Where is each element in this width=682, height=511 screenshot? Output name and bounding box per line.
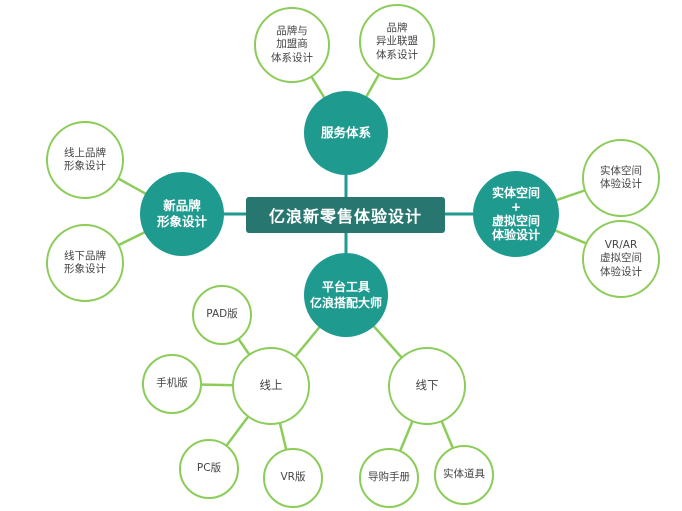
leaf-brand-franchise: 品牌与 加盟商 体系设计 xyxy=(254,7,330,83)
hub-platform-line-2: 亿浪搭配大师 xyxy=(309,296,382,310)
leaf-sales-guide: 导购手册 xyxy=(359,448,419,508)
leaf-franchise-line-1: 品牌与 xyxy=(276,24,308,37)
leaf-physical-line-2: 体验设计 xyxy=(600,178,642,190)
center-title: 亿浪新零售体验设计 xyxy=(268,207,422,226)
leaf-physical-space-design: 实体空间 体验设计 xyxy=(582,139,660,217)
leaf-franchise-line-3: 体系设计 xyxy=(271,51,313,64)
hub-platform-tools: 平台工具 亿浪搭配大师 xyxy=(304,253,388,337)
hub-online-line-1: 线上 xyxy=(259,378,283,393)
leaf-physical-props: 实体道具 xyxy=(434,445,494,505)
leaf-offline-brand-line-1: 线下品牌 xyxy=(64,249,106,262)
leaf-mobile-version: 手机版 xyxy=(142,354,202,414)
leaf-vr-line-1: VR版 xyxy=(280,471,306,484)
leaf-vr-space-line-3: 体验设计 xyxy=(600,265,642,278)
hub-offline: 线下 xyxy=(388,347,466,425)
hub-offline-line-1: 线下 xyxy=(415,378,439,393)
leaf-alliance-line-1: 品牌 xyxy=(386,21,408,34)
hub-platform-line-1: 平台工具 xyxy=(321,280,370,294)
hub-space-experience: 实体空间 + 虚拟空间 体验设计 xyxy=(473,171,559,257)
leaf-vr-space-line-1: VR/AR xyxy=(604,238,638,251)
leaf-vr-version: VR版 xyxy=(263,448,323,508)
hub-space-line-4: 体验设计 xyxy=(491,228,540,242)
hub-service-line-1: 服务体系 xyxy=(320,125,371,140)
center-title-box: 亿浪新零售体验设计 xyxy=(246,197,445,233)
hub-space-line-3: 虚拟空间 xyxy=(491,214,540,228)
leaf-online-brand-image: 线上品牌 形象设计 xyxy=(46,121,124,199)
leaf-online-brand-line-2: 形象设计 xyxy=(64,160,106,172)
hub-service-system: 服务体系 xyxy=(304,91,388,175)
leaf-props-line-1: 实体道具 xyxy=(443,468,485,481)
hub-space-line-1: 实体空间 xyxy=(491,186,540,200)
leaf-alliance-line-2: 异业联盟 xyxy=(376,35,418,48)
leaf-online-brand-line-1: 线上品牌 xyxy=(64,146,106,159)
leaf-offline-brand-image: 线下品牌 形象设计 xyxy=(46,224,124,302)
leaf-pc-line-1: PC版 xyxy=(196,462,222,475)
leaf-vr-space-line-2: 虚拟空间 xyxy=(600,252,642,265)
leaf-offline-brand-line-2: 形象设计 xyxy=(64,263,106,275)
leaf-mobile-line-1: 手机版 xyxy=(156,377,188,390)
hub-online: 线上 xyxy=(232,347,310,425)
hub-brand-line-1: 新品牌 xyxy=(163,198,201,213)
leaf-franchise-line-2: 加盟商 xyxy=(276,38,308,51)
hub-new-brand: 新品牌 形象设计 xyxy=(140,172,224,256)
leaf-vr-space-design: VR/AR 虚拟空间 体验设计 xyxy=(582,220,660,298)
leaf-pc-version: PC版 xyxy=(179,439,239,499)
leaf-pad-version: PAD版 xyxy=(192,285,252,345)
leaf-brand-alliance: 品牌 异业联盟 体系设计 xyxy=(359,4,435,80)
hub-brand-line-2: 形象设计 xyxy=(156,214,207,229)
leaf-alliance-line-3: 体系设计 xyxy=(376,48,418,61)
leaf-guide-line-1: 导购手册 xyxy=(368,471,410,484)
hub-space-line-2: + xyxy=(510,200,522,214)
leaf-pad-line-1: PAD版 xyxy=(206,308,238,321)
leaf-physical-line-1: 实体空间 xyxy=(600,164,642,177)
